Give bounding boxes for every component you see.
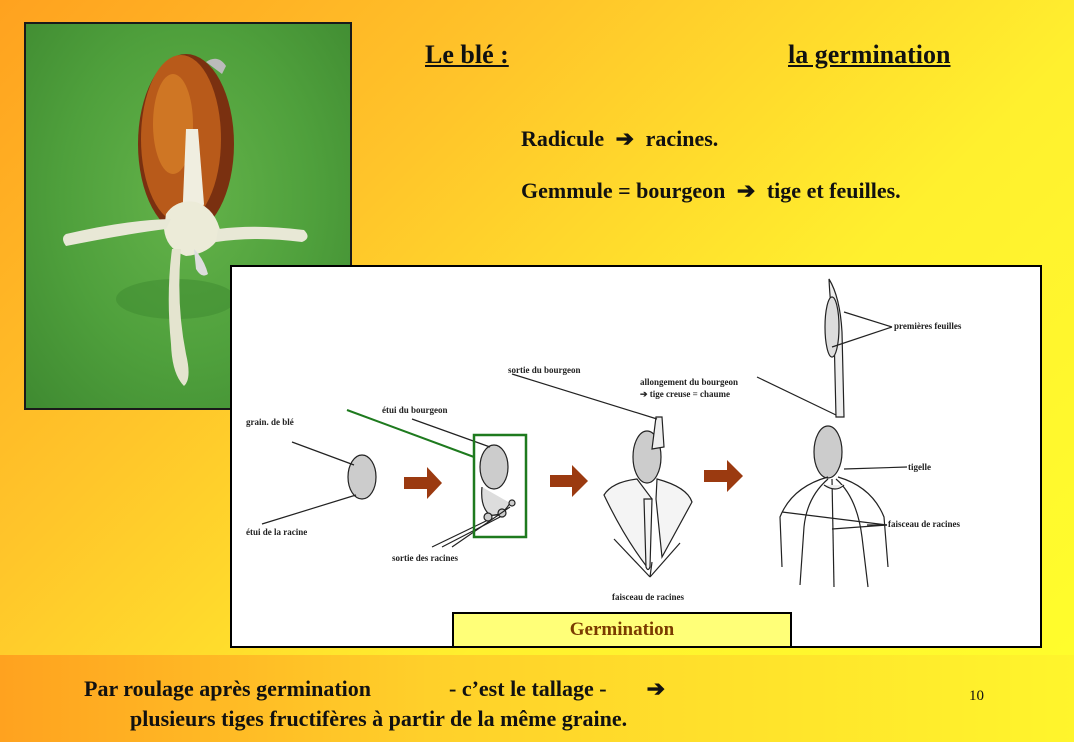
arrow-right-icon: ➔ — [737, 178, 755, 204]
label-tigelle: tigelle — [908, 462, 931, 472]
bottom-line-1: Par roulage après germination - c’est le … — [84, 676, 665, 702]
label-allongement: allongement du bourgeon — [640, 377, 738, 387]
roulage-text: Par roulage après germination — [84, 676, 371, 701]
label-sortie-racines: sortie des racines — [392, 553, 458, 563]
arrow-right-icon: ➔ — [647, 676, 665, 701]
arrow-right-icon: ➔ — [616, 126, 634, 152]
slide-title: Le blé : — [425, 40, 509, 70]
label-etui-bourgeon: étui du bourgeon — [382, 405, 448, 415]
tallage-text: - c’est le tallage - — [449, 676, 607, 701]
label-faisceau-right: faisceau de racines — [888, 519, 960, 529]
germination-diagram: grain. de blé étui de la racine étui du … — [230, 265, 1042, 648]
racines-text: racines. — [646, 126, 719, 151]
germination-caption: Germination — [452, 612, 792, 648]
label-etui-racine: étui de la racine — [246, 527, 307, 537]
slide-subtitle: la germination — [788, 40, 951, 70]
page-number: 10 — [969, 688, 984, 705]
radicule-text: Radicule — [521, 126, 604, 151]
label-premieres-feuilles: premières feuilles — [894, 321, 961, 331]
label-tige-creuse: ➔ tige creuse = chaume — [640, 389, 730, 400]
gemmule-text: Gemmule = bourgeon — [521, 178, 725, 203]
radicule-point: Radicule ➔ racines. — [521, 126, 718, 152]
label-sortie-bourgeon: sortie du bourgeon — [508, 365, 581, 375]
tige-feuilles-text: tige et feuilles. — [767, 178, 901, 203]
gemmule-point: Gemmule = bourgeon ➔ tige et feuilles. — [521, 178, 901, 204]
bottom-line-2: plusieurs tiges fructifères à partir de … — [130, 706, 627, 732]
label-faisceau-bottom: faisceau de racines — [612, 592, 684, 602]
label-grain: grain. de blé — [246, 417, 294, 427]
